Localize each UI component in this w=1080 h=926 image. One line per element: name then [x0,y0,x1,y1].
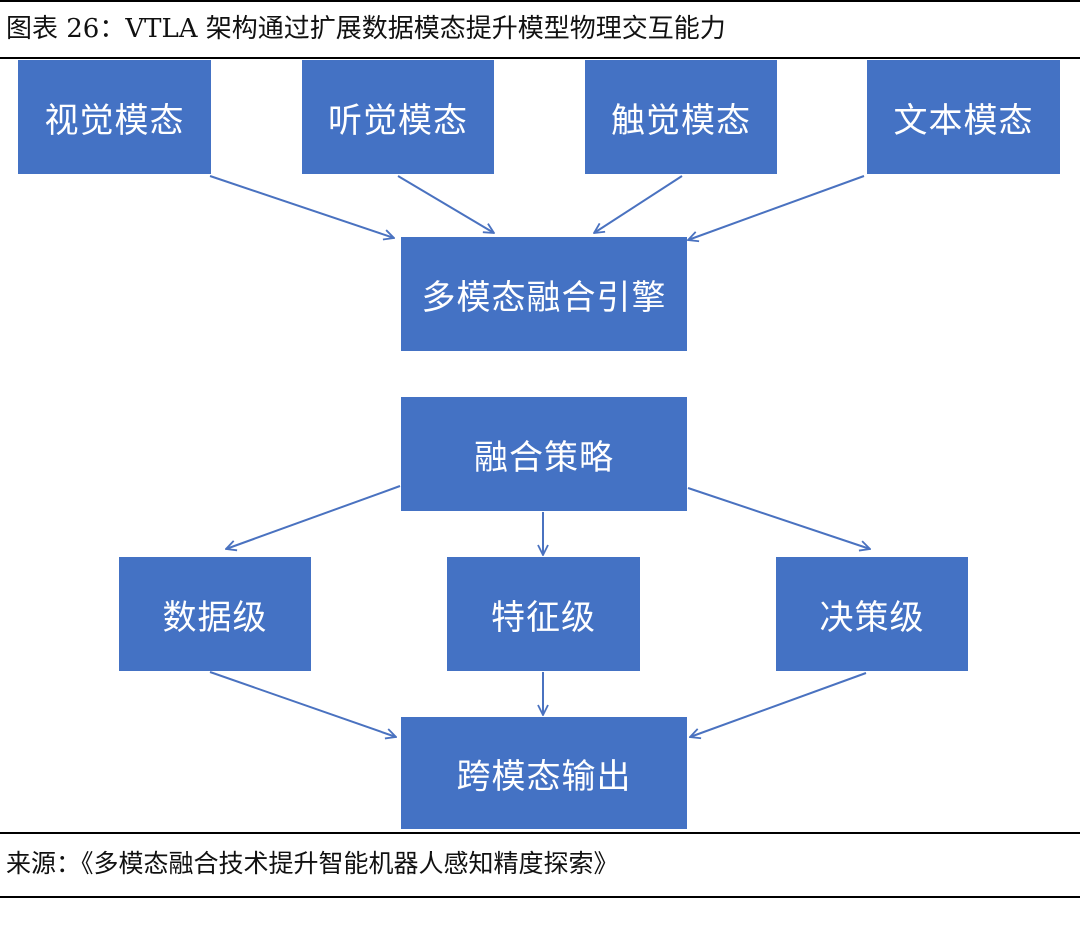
visual-modality-box: 视觉模态 [18,60,211,174]
arrow-strategy-to-decision [687,487,870,549]
top-rule [0,0,1080,2]
tactile-modality-box: 触觉模态 [585,60,777,174]
data-level-label: 数据级 [162,597,268,638]
decision-level-box: 决策级 [776,557,968,671]
arrow-auditory-to-engine [397,175,494,233]
bottom-rule [0,896,1080,898]
arrow-strategy-to-data [226,485,401,549]
arrow-tactile-to-engine [594,175,683,233]
auditory-modality-label: 听觉模态 [328,100,468,141]
fusion-engine-box: 多模态融合引擎 [401,237,687,351]
data-level-box: 数据级 [119,557,311,671]
title-rule [0,57,1080,59]
feature-level-box: 特征级 [447,557,640,671]
fusion-engine-label: 多模态融合引擎 [421,277,667,318]
cross-modal-output-box: 跨模态输出 [401,717,687,829]
cross-modal-output-label: 跨模态输出 [456,756,632,797]
arrow-data-to-output [209,671,396,737]
auditory-modality-box: 听觉模态 [302,60,494,174]
figure-source: 来源：《多模态融合技术提升智能机器人感知精度探索》 [6,849,619,878]
decision-level-label: 决策级 [819,597,925,638]
tactile-modality-label: 触觉模态 [611,100,751,141]
figure-title: 图表 26：VTLA 架构通过扩展数据模态提升模型物理交互能力 [6,14,726,44]
fusion-strategy-box: 融合策略 [401,397,687,511]
arrow-visual-to-engine [209,175,394,238]
source-top-rule [0,832,1080,834]
text-modality-box: 文本模态 [867,60,1060,174]
arrow-text-to-engine [688,175,865,240]
arrow-decision-to-output [690,672,867,737]
feature-level-label: 特征级 [491,597,596,638]
fusion-strategy-label: 融合策略 [474,437,614,478]
text-modality-label: 文本模态 [893,100,1034,141]
visual-modality-label: 视觉模态 [44,100,185,141]
